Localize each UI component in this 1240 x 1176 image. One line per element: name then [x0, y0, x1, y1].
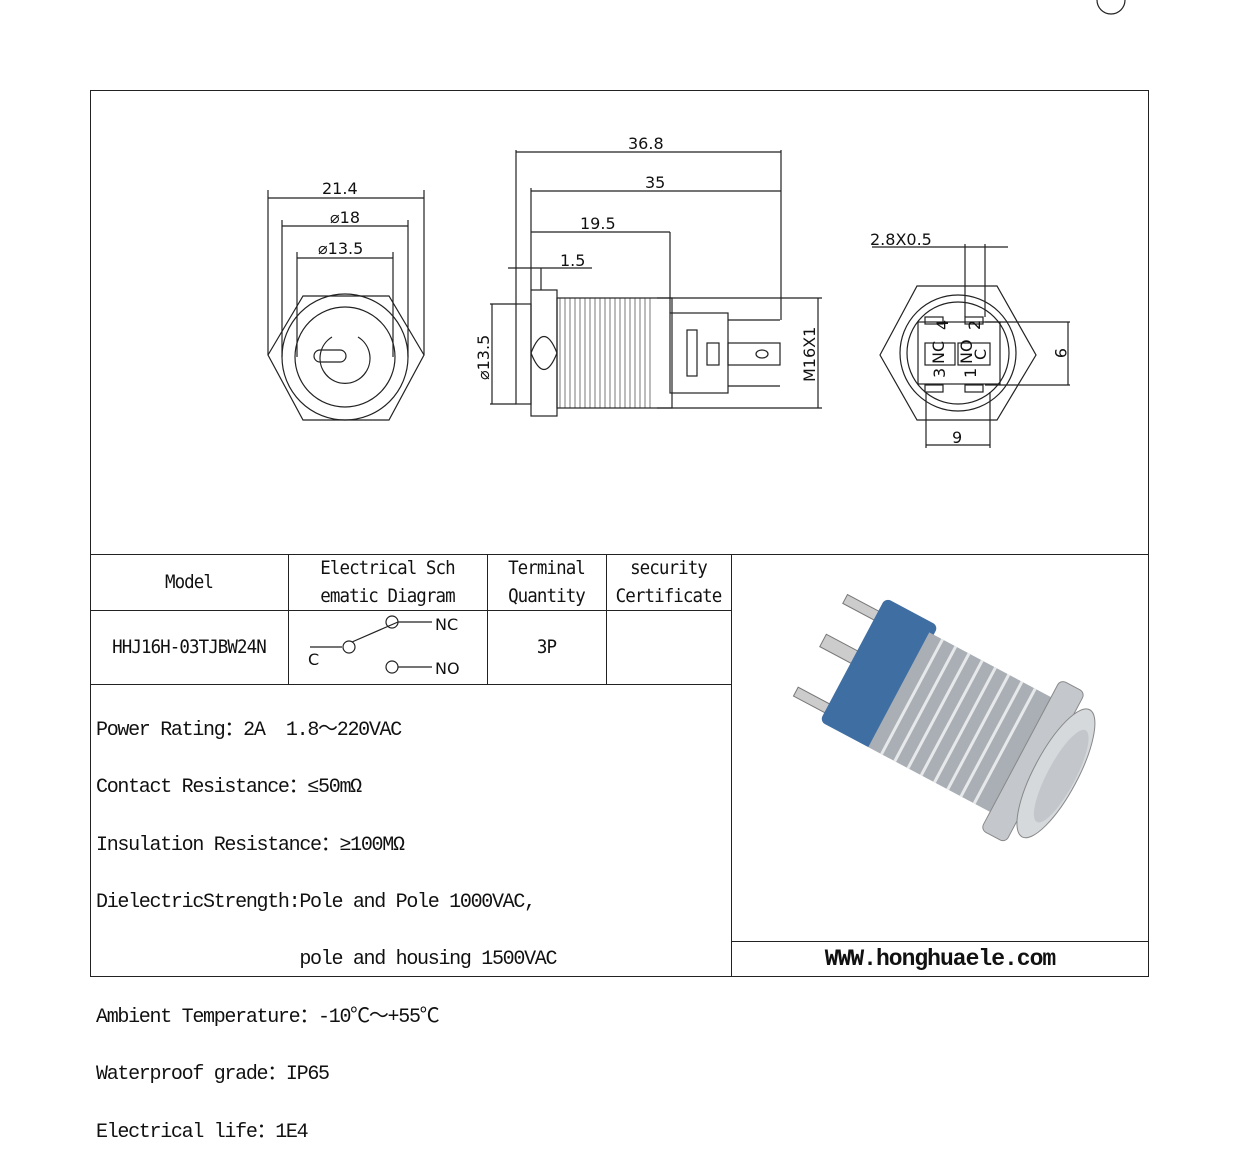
spec-insulation-resistance: Insulation Resistance：≥100MΩ — [96, 833, 405, 857]
spec-power-rating: Power Rating：2A 1.8～220VAC — [96, 718, 402, 742]
dim-head-diameter: ⌀13.5 — [474, 335, 493, 380]
datasheet-frame — [90, 90, 1149, 977]
rear-view — [872, 244, 1070, 448]
dim-thread: M16X1 — [800, 327, 819, 382]
dim-diameter-inner: ⌀13.5 — [318, 239, 363, 258]
schematic-symbol — [310, 615, 432, 674]
pin-3: 3 — [930, 368, 949, 378]
dim-terminal-size: 2.8X0.5 — [870, 230, 932, 249]
schematic-c: C — [308, 650, 319, 669]
header-terminal-quantity: Terminal Quantity — [508, 557, 586, 607]
dim-thread-length: 19.5 — [580, 214, 616, 233]
model-value: HHJ16H-03TJBW24N — [112, 636, 267, 658]
schematic-nc: NC — [435, 615, 458, 634]
front-view — [267, 190, 425, 421]
spec-waterproof-grade: Waterproof grade：IP65 — [96, 1063, 330, 1087]
header-certificate: security Certificate — [615, 557, 723, 607]
specifications: Power Rating：2A 1.8～220VAC Contact Resis… — [96, 688, 557, 1176]
dim-body-length: 35 — [645, 173, 665, 192]
pin-4: 4 — [933, 320, 952, 330]
spec-contact-resistance: Contact Resistance：≤50mΩ — [96, 776, 362, 800]
header-schematic: Electrical Sch ematic Diagram — [320, 557, 455, 607]
dim-spacing-horizontal: 9 — [952, 428, 962, 447]
label-no: NO — [957, 339, 976, 364]
spec-dielectric-strength-cont: pole and housing 1500VAC — [96, 948, 557, 972]
side-view — [490, 150, 822, 417]
terminal-quantity-value: 3P — [536, 636, 557, 658]
spec-electrical-life: Electrical life：1E4 — [96, 1120, 309, 1144]
spec-ambient-temperature: Ambient Temperature：-10℃～+55℃ — [96, 1005, 440, 1029]
dim-diameter-outer: ⌀18 — [330, 208, 360, 227]
header-model: Model — [164, 571, 214, 593]
website-url[interactable]: WWW.honghuaele.com — [824, 946, 1056, 972]
spec-dielectric-strength: DielectricStrength:Pole and Pole 1000VAC… — [96, 890, 536, 914]
label-nc: NC — [929, 341, 948, 364]
dim-spacing-vertical: 9 — [1051, 348, 1070, 358]
label-c: C — [971, 349, 990, 360]
schematic-no: NO — [435, 659, 460, 678]
pin-2: 2 — [965, 320, 984, 330]
certificate-value — [611, 610, 726, 684]
dim-width: 21.4 — [322, 179, 358, 198]
dim-overall-length: 36.8 — [628, 134, 664, 153]
technical-drawing: 21.4 ⌀18 ⌀13.5 36.8 35 19.5 1.5 ⌀13.5 M1… — [267, 0, 1126, 842]
dim-bezel: 1.5 — [560, 251, 585, 270]
pin-1: 1 — [961, 368, 980, 378]
product-photo — [792, 593, 1096, 842]
